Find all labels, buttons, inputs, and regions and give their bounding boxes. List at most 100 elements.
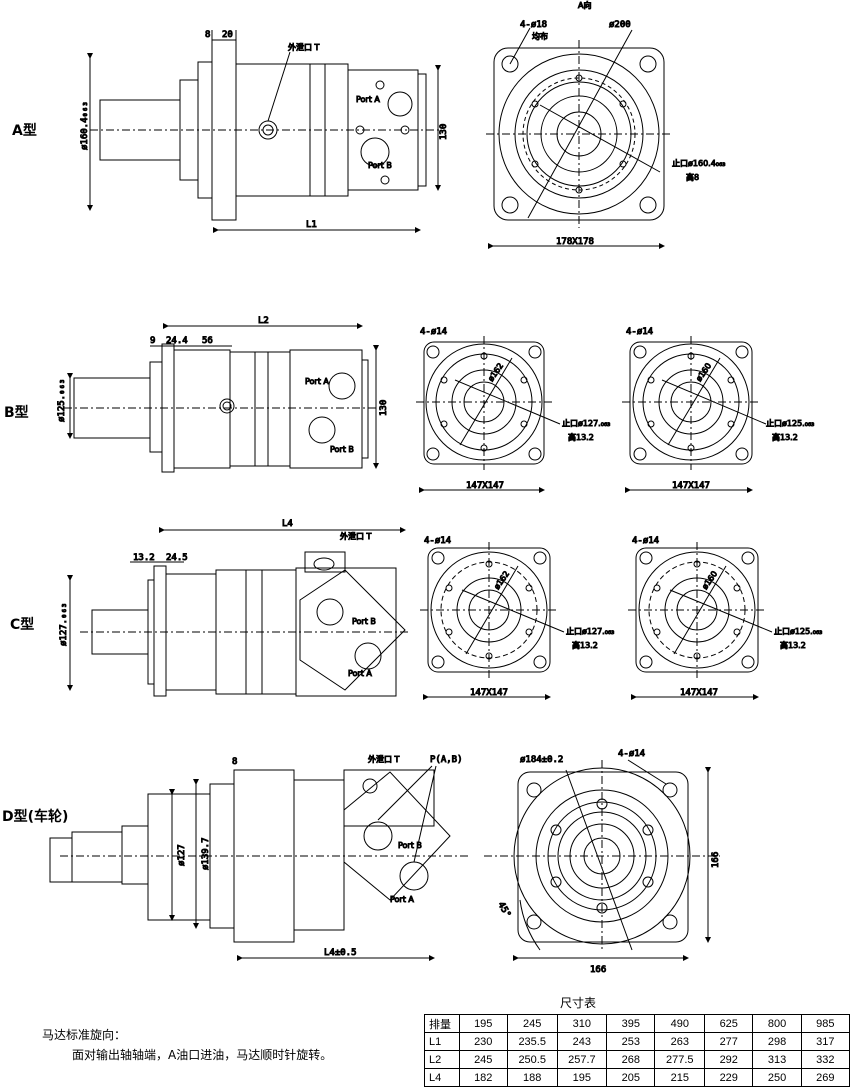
c1-pcd-label: ø162 [492,569,511,591]
table-cell: 269 [800,1068,850,1087]
d-width-label: 166 [590,965,606,975]
table-cell: 245 [506,1014,558,1033]
a-holes-label: 4-ø18 [520,20,547,30]
c1-depth-label: 高13.2 [572,640,598,650]
b1-holes-label: 4-ø14 [420,327,447,337]
rotation-note-body: 面对输出轴轴端，A油口进油，马达顺时针旋转。 [72,1048,333,1062]
b2-holes-label: 4-ø14 [626,327,653,337]
b-side-view [64,323,380,473]
a-port-a-label: Port A [356,95,380,104]
a-end-view [486,27,672,249]
b-dim-56: 56 [202,336,213,346]
d-ports-label: P(A,B) [430,755,463,765]
b2-depth-label: 高13.2 [772,432,798,442]
b-shaft-dia: ø125.₀₆₃ [57,379,67,422]
a-depth-label: 高8 [686,172,699,182]
c-port-a-label: Port A [348,669,372,678]
a-dim-20: 20 [222,30,233,40]
a-height-dim: 130 [439,124,449,140]
c-shaft-dia: ø127.₀₆₃ [59,603,69,646]
b-end-view-1 [416,336,561,493]
table-cell: 332 [800,1050,850,1069]
type-c-label: C型 [10,617,35,633]
table-cell: 985 [800,1014,850,1033]
a-length-dim: L1 [306,220,317,230]
b2-flange-label: 147X147 [672,481,710,491]
table-row-head: L1 [424,1032,460,1051]
c-end-view-1 [420,542,565,700]
table-cell: 230 [458,1032,508,1051]
d-holes-label: 4-ø14 [618,749,645,759]
c1-holes-label: 4-ø14 [424,536,451,546]
b1-pcd-label: ø162 [486,361,505,383]
table-cell: 298 [752,1032,802,1051]
b-height-dim: 130 [379,400,389,416]
table-cell: 205 [606,1068,656,1087]
table-cell: 257.7 [556,1050,608,1069]
table-cell: 268 [606,1050,656,1069]
b1-depth-label: 高13.2 [568,432,594,442]
table-row-head: L2 [424,1050,460,1069]
b-end-view-2 [622,336,767,493]
c1-pilot-label: 止口ø127.₀₆₃ [566,626,614,636]
a-side-view [87,30,441,233]
c-port-b-label: Port B [352,617,376,626]
a-flange-label: 178X178 [556,237,594,247]
b2-pcd-label: ø160 [694,361,713,383]
table-cell: 310 [556,1014,608,1033]
table-cell: 800 [752,1014,802,1033]
table-cell: 277 [704,1032,754,1051]
d-height-label: 166 [711,852,721,868]
d-end-view [484,759,720,961]
type-d-label: D型(车轮) [2,809,69,825]
d-angle-label: 45° [495,901,512,920]
b2-pilot-label: 止口ø125.₀₆₃ [766,418,814,428]
c2-holes-label: 4-ø14 [632,536,659,546]
a-shaft-dia: ø160.4₀₆₃ [80,101,90,150]
b-port-b-label: Port B [330,445,354,454]
table-cell: 490 [654,1014,706,1033]
table-cell: 250.5 [506,1050,558,1069]
table-cell: 235.5 [506,1032,558,1051]
table-cell: 195 [458,1014,508,1033]
table-cell: 245 [458,1050,508,1069]
table-cell: 277.5 [654,1050,706,1069]
d-side-view [49,765,470,961]
c2-flange-label: 147X147 [680,688,718,698]
table-cell: 229 [704,1068,754,1087]
c-dim-24: 24.5 [166,553,188,563]
table-row-head: L4 [424,1068,460,1087]
table-cell: 263 [654,1032,706,1051]
c-end-view-2 [628,542,773,700]
table-cell: 250 [752,1068,802,1087]
rotation-note-title: 马达标准旋向： [42,1028,127,1042]
table-cell: 253 [606,1032,656,1051]
d-dia-139: ø139.7 [201,837,211,870]
table-row-head: 排量 [424,1014,460,1033]
d-pcd-label: ø184±0.2 [520,755,563,765]
d-length-dim: L4±0.5 [324,948,357,958]
type-b-label: B型 [4,405,29,421]
c2-depth-label: 高13.2 [780,640,806,650]
c-drain-label: 外泄口 T [340,531,372,541]
b-dim-24: 24.4 [166,336,188,346]
a-holes-sub: 均布 [532,31,548,41]
table-cell: 195 [556,1068,608,1087]
d-dia-127: ø127 [177,844,187,866]
c2-pcd-label: ø160 [700,569,719,591]
d-drain-label: 外泄口 T [368,754,400,764]
a-drain-label: 外泄口 T [288,42,320,52]
a-dim-8: 8 [205,30,210,40]
c-side-view [67,527,410,697]
table-cell: 243 [556,1032,608,1051]
table-caption: 尺寸表 [560,996,597,1010]
b1-flange-label: 147X147 [466,481,504,491]
table-cell: 317 [800,1032,850,1051]
d-port-b-label: Port B [398,841,422,850]
type-a-label: A型 [12,123,37,139]
d-dim-8: 8 [232,757,237,767]
